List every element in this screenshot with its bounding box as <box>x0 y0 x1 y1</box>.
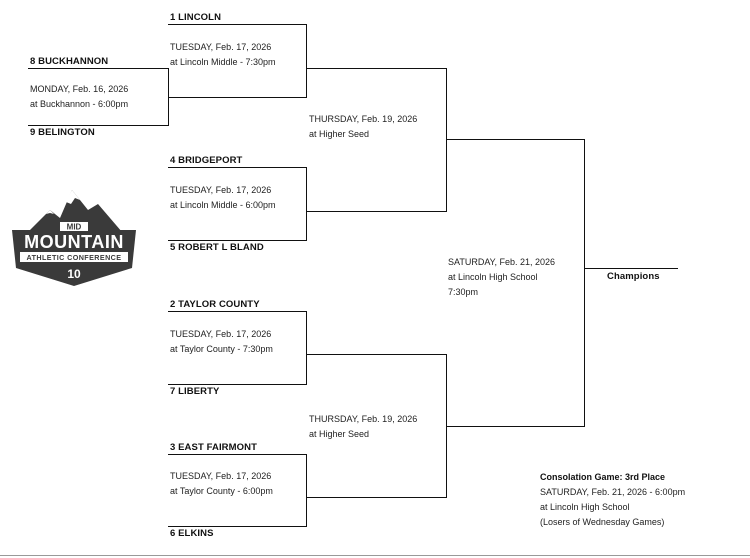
game-qf3-info: TUESDAY, Feb. 17, 2026 at Taylor County … <box>170 327 273 357</box>
line-playin-winner <box>168 97 307 98</box>
logo-mid-text: MID <box>67 223 82 232</box>
logo-snowcap-small <box>46 210 54 214</box>
game-final-info: SATURDAY, Feb. 21, 2026 at Lincoln High … <box>448 255 555 300</box>
consolation-date: SATURDAY, Feb. 21, 2026 - 6:00pm <box>540 487 686 497</box>
line-qf2-connector <box>306 167 307 241</box>
line-sf1-winner <box>446 139 585 140</box>
game-date: TUESDAY, Feb. 17, 2026 <box>170 471 272 481</box>
logo-mountain-peaks <box>28 190 122 232</box>
team-lincoln: 1 LINCOLN <box>170 12 222 23</box>
line-taylor-county <box>168 311 307 312</box>
team-buckhannon: 8 BUCKHANNON <box>30 56 109 67</box>
game-location: at Higher Seed <box>309 429 370 439</box>
line-elkins <box>168 526 307 527</box>
game-sf2-info: THURSDAY, Feb. 19, 2026 at Higher Seed <box>309 412 417 442</box>
game-location: at Buckhannon - 6:00pm <box>30 99 129 109</box>
game-date: TUESDAY, Feb. 17, 2026 <box>170 329 272 339</box>
consolation-location: at Lincoln High School <box>540 502 630 512</box>
line-final-connector <box>584 139 585 427</box>
game-date: SATURDAY, Feb. 21, 2026 <box>448 257 556 267</box>
team-elkins: 6 ELKINS <box>170 528 214 539</box>
game-date: THURSDAY, Feb. 19, 2026 <box>309 114 418 124</box>
consolation-note: (Losers of Wednesday Games) <box>540 517 665 527</box>
game-date: TUESDAY, Feb. 17, 2026 <box>170 42 272 52</box>
logo-ten-text: 10 <box>67 267 81 281</box>
game-date: MONDAY, Feb. 16, 2026 <box>30 84 129 94</box>
logo-conference-text: ATHLETIC CONFERENCE <box>27 253 122 262</box>
team-taylor-county: 2 TAYLOR COUNTY <box>170 299 260 310</box>
team-robert-bland: 5 ROBERT L BLAND <box>170 242 264 253</box>
team-liberty: 7 LIBERTY <box>170 386 220 397</box>
logo-mid-band <box>60 222 88 231</box>
line-buckhannon <box>28 68 169 69</box>
team-bridgeport: 4 BRIDGEPORT <box>170 155 243 166</box>
line-liberty <box>168 384 307 385</box>
line-qf4-connector <box>306 454 307 527</box>
bottom-divider <box>0 555 750 556</box>
game-location: at Higher Seed <box>309 129 370 139</box>
line-east-fairmont <box>168 454 307 455</box>
line-sf1-connector <box>446 68 447 212</box>
game-playin-info: MONDAY, Feb. 16, 2026 at Buckhannon - 6:… <box>30 82 128 112</box>
game-location: at Taylor County - 7:30pm <box>170 344 273 354</box>
game-qf1-info: TUESDAY, Feb. 17, 2026 at Lincoln Middle… <box>170 40 276 70</box>
game-time: 7:30pm <box>448 287 479 297</box>
consolation-block: Consolation Game: 3rd Place SATURDAY, Fe… <box>540 470 685 530</box>
team-east-fairmont: 3 EAST FAIRMONT <box>170 442 258 453</box>
game-location: at Taylor County - 6:00pm <box>170 486 273 496</box>
game-qf4-info: TUESDAY, Feb. 17, 2026 at Taylor County … <box>170 469 273 499</box>
mid-mountain-conference-logo: MID MOUNTAIN ATHLETIC CONFERENCE 10 <box>12 190 136 286</box>
champions-label: Champions <box>607 271 660 282</box>
consolation-title: Consolation Game: 3rd Place <box>540 472 666 482</box>
logo-snowcap <box>66 190 80 204</box>
game-qf2-info: TUESDAY, Feb. 17, 2026 at Lincoln Middle… <box>170 183 276 213</box>
line-sf2-winner <box>446 426 585 427</box>
game-sf1-info: THURSDAY, Feb. 19, 2026 at Higher Seed <box>309 112 417 142</box>
line-qf4-winner <box>306 497 447 498</box>
team-belington: 9 BELINGTON <box>30 127 95 138</box>
line-qf2-winner <box>306 211 447 212</box>
logo-mountain-text: MOUNTAIN <box>24 232 124 252</box>
line-qf1-winner <box>306 68 447 69</box>
line-bridgeport <box>168 167 307 168</box>
game-date: TUESDAY, Feb. 17, 2026 <box>170 185 272 195</box>
line-robert-bland <box>168 240 307 241</box>
line-qf1-connector <box>306 24 307 98</box>
game-location: at Lincoln High School <box>448 272 538 282</box>
line-qf3-winner <box>306 354 447 355</box>
logo-conference-band <box>20 252 128 262</box>
game-date: THURSDAY, Feb. 19, 2026 <box>309 414 418 424</box>
line-champion <box>584 268 678 269</box>
game-location: at Lincoln Middle - 7:30pm <box>170 57 276 67</box>
line-qf3-connector <box>306 311 307 385</box>
line-lincoln <box>168 24 307 25</box>
line-belington <box>28 125 169 126</box>
game-location: at Lincoln Middle - 6:00pm <box>170 200 276 210</box>
